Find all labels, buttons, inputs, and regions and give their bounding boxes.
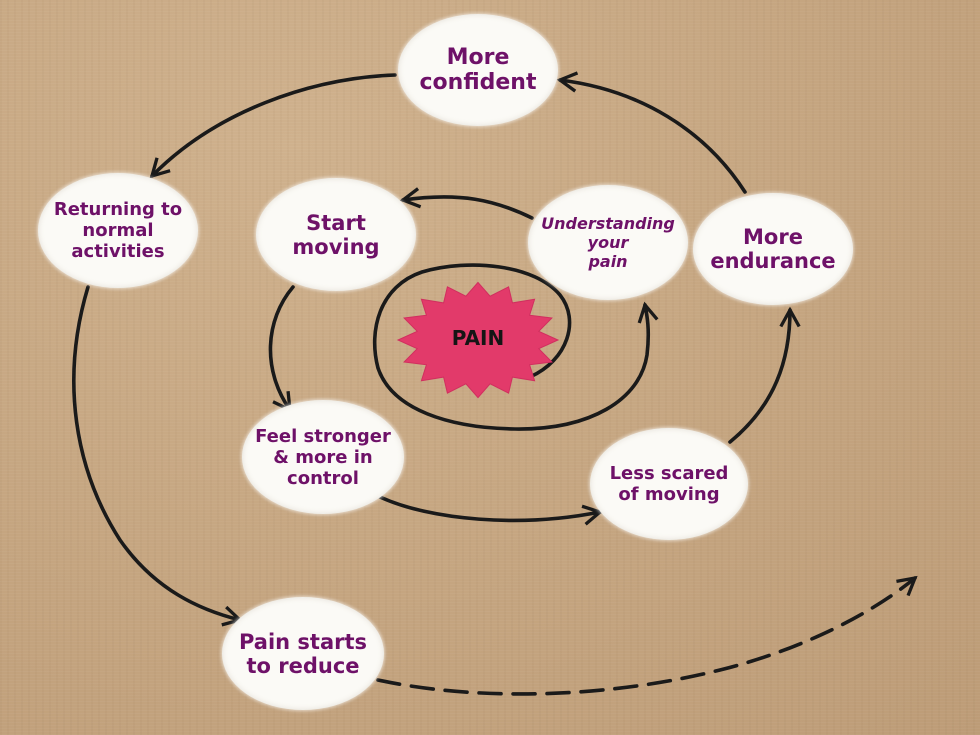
arrow-confident-to-returning [149, 73, 397, 179]
node-feel-stronger: Feel stronger & more in control [242, 400, 404, 514]
node-less-scared-label: Less scared of moving [609, 463, 729, 505]
node-start-moving-label: Start moving [292, 210, 380, 259]
node-more-confident: More confident [398, 14, 558, 126]
node-feel-stronger-label: Feel stronger & more in control [255, 425, 391, 489]
pain-label: PAIN [451, 326, 505, 350]
arrow-stronger-to-scared [378, 495, 604, 526]
node-more-confident-label: More confident [419, 45, 537, 95]
arrow-dashed-exit [376, 575, 918, 696]
inner-ring [372, 263, 659, 431]
node-start-moving: Start moving [256, 178, 416, 291]
arrow-understanding-to-start [399, 187, 534, 220]
arrow-returning-to-reduce [72, 285, 244, 627]
node-returning-normal-label: Returning to normal activities [53, 199, 183, 262]
node-understanding-pain: Understanding your pain [528, 185, 688, 300]
arrow-endurance-to-confident [556, 71, 747, 194]
node-understanding-pain-label: Understanding your pain [541, 214, 675, 271]
node-more-endurance: More endurance [693, 193, 853, 305]
arrow-start-to-stronger [268, 285, 295, 413]
node-returning-normal: Returning to normal activities [38, 173, 198, 288]
pain-starburst [396, 281, 560, 399]
arrow-scared-to-endurance [728, 306, 801, 444]
node-less-scared: Less scared of moving [590, 428, 748, 540]
node-pain-reduce: Pain starts to reduce [222, 597, 384, 710]
node-more-endurance-label: More endurance [710, 225, 836, 273]
node-pain-reduce-label: Pain starts to reduce [238, 629, 368, 678]
